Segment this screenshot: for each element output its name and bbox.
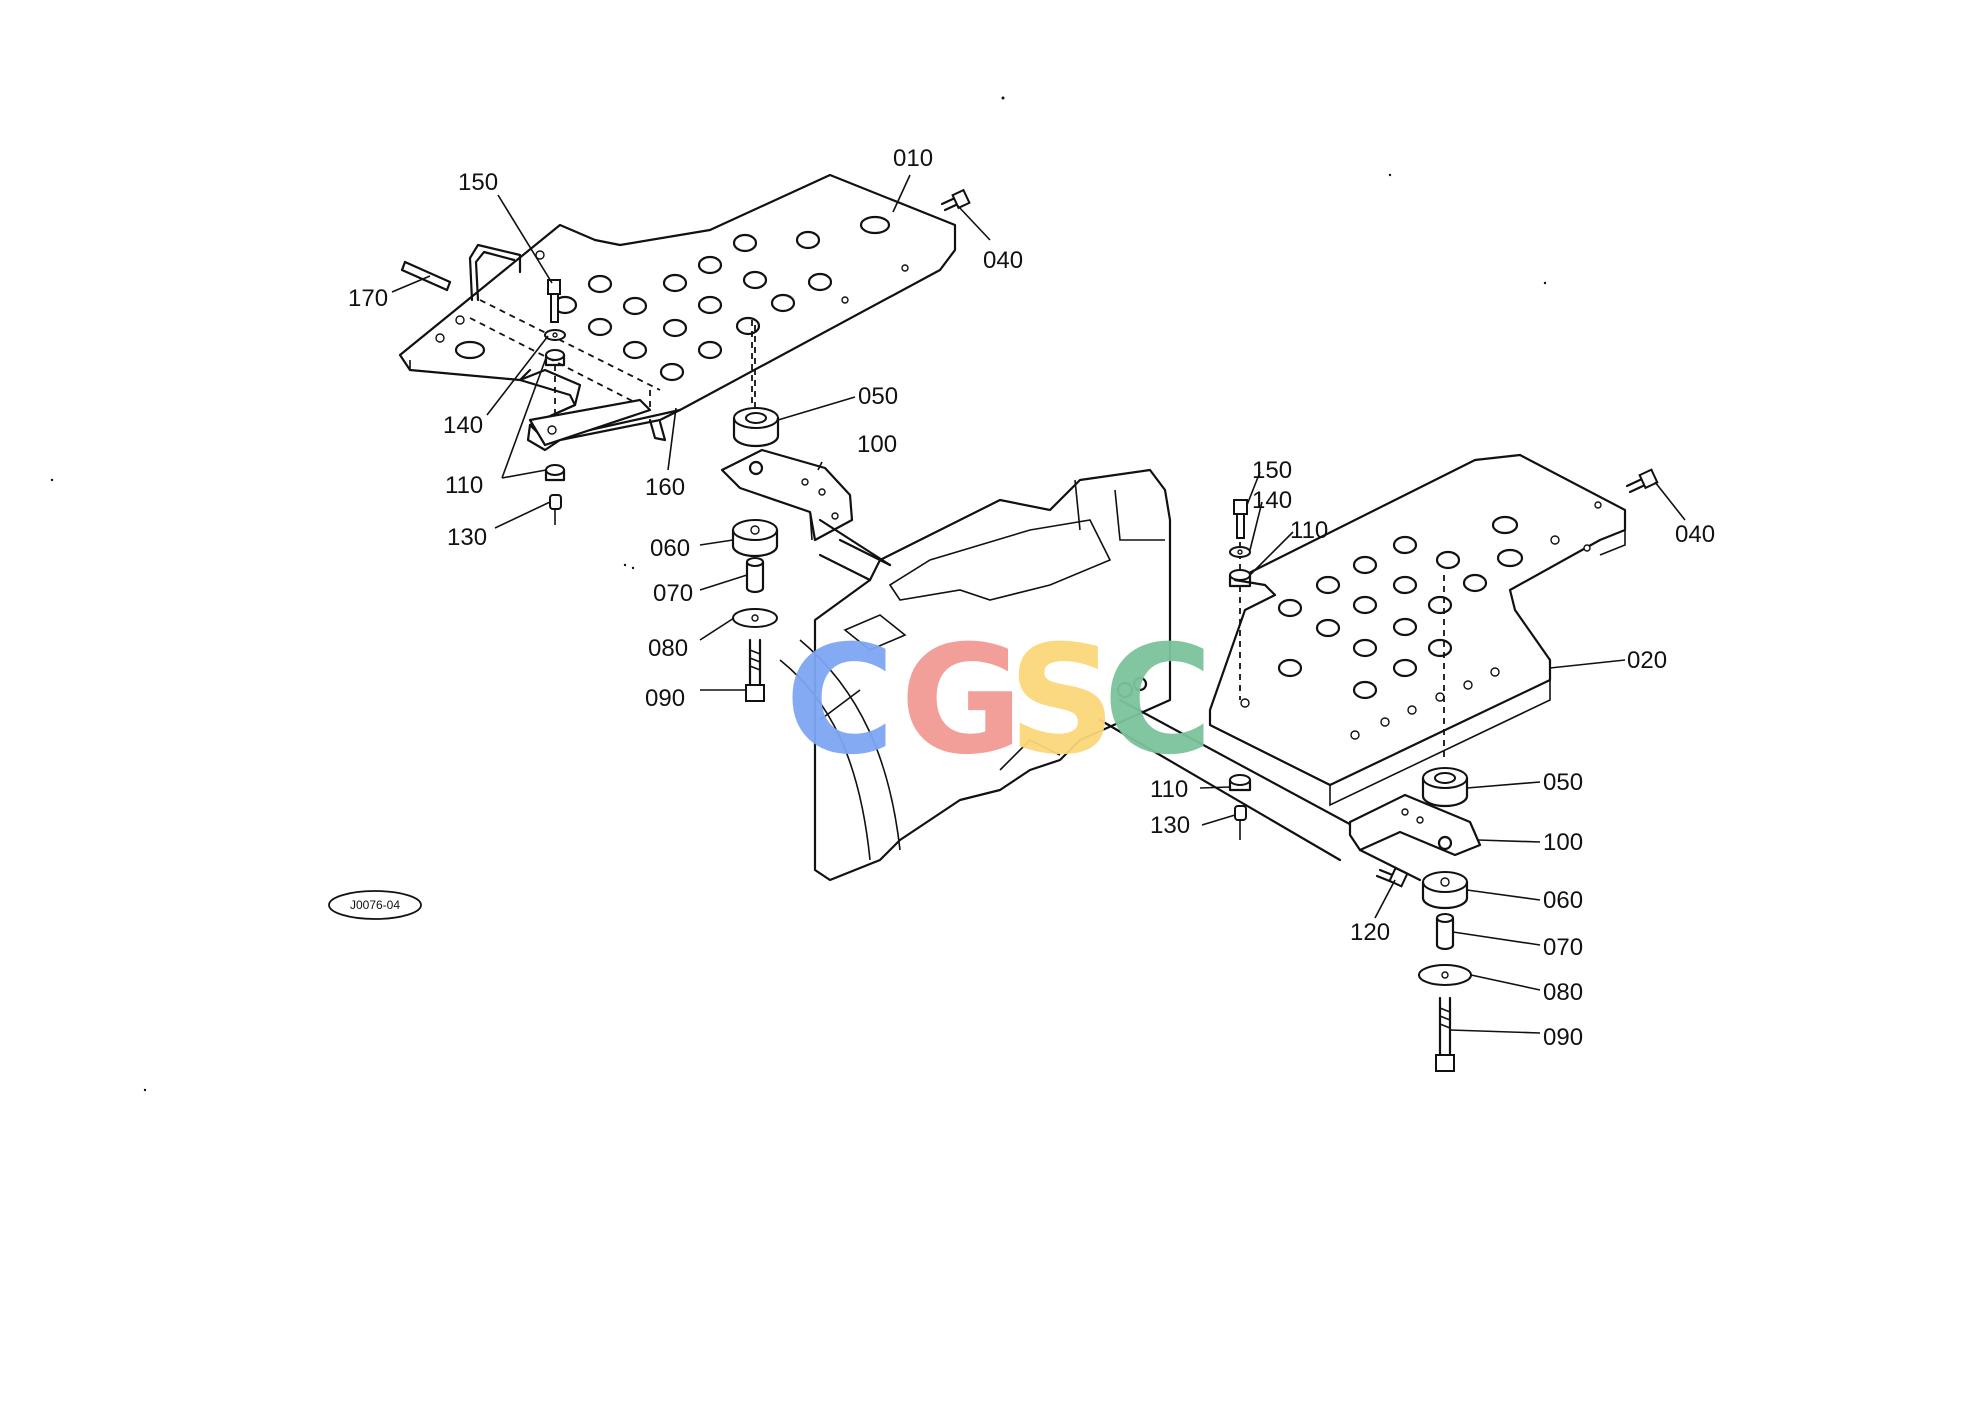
label-150-right: 150	[1252, 457, 1292, 484]
watermark-letter-3: S	[1008, 614, 1116, 788]
label-080-left: 080	[648, 635, 688, 662]
label-020: 020	[1627, 647, 1667, 674]
label-140-right: 140	[1252, 487, 1292, 514]
label-090-right: 090	[1543, 1024, 1583, 1051]
label-100-right: 100	[1543, 829, 1583, 856]
label-040-right: 040	[1675, 521, 1715, 548]
watermark-letter-4: C	[1103, 614, 1213, 788]
label-130-right: 130	[1150, 812, 1190, 839]
label-140-left: 140	[443, 412, 483, 439]
label-050-left: 050	[858, 383, 898, 410]
watermark-letter-2: G	[900, 614, 1023, 788]
leader-lines	[391, 174, 1686, 1034]
label-110-right-lower: 110	[1150, 776, 1188, 803]
right-hardware	[1228, 499, 1409, 888]
diagram-code: J0076-04	[350, 898, 400, 912]
label-070-left: 070	[653, 580, 693, 607]
label-100-left: 100	[857, 431, 897, 458]
label-040-left: 040	[983, 247, 1023, 274]
label-070-right: 070	[1543, 934, 1583, 961]
label-120: 120	[1350, 919, 1390, 946]
part-labels: 010 040 150 170 140 110 130 160 050 100 …	[348, 145, 1715, 1051]
label-080-right: 080	[1543, 979, 1583, 1006]
left-mount-stack	[720, 320, 892, 702]
label-110-right: 110	[1290, 517, 1328, 544]
label-110-left: 110	[445, 472, 483, 499]
label-130-left: 130	[447, 524, 487, 551]
label-010: 010	[893, 145, 933, 172]
label-050-right: 050	[1543, 769, 1583, 796]
label-090-left: 090	[645, 685, 685, 712]
right-step-plate	[1208, 453, 1627, 807]
watermark: C G S C	[785, 614, 1213, 788]
label-160: 160	[645, 474, 685, 501]
center-frame	[779, 468, 1372, 882]
right-plate-holes	[1277, 515, 1524, 700]
right-mount-stack	[1348, 767, 1482, 1072]
right-bolt-040	[1625, 468, 1659, 494]
left-bolt-040	[940, 188, 971, 212]
watermark-letter-1: C	[785, 614, 895, 788]
label-060-right: 060	[1543, 887, 1583, 914]
diagram-code-tag: J0076-04	[328, 890, 422, 920]
left-plate-holes	[552, 230, 833, 382]
label-150-left: 150	[458, 169, 498, 196]
left-step-plate	[398, 173, 957, 452]
scan-specks	[50, 96, 1547, 1092]
label-060-left: 060	[650, 535, 690, 562]
label-170: 170	[348, 285, 388, 312]
